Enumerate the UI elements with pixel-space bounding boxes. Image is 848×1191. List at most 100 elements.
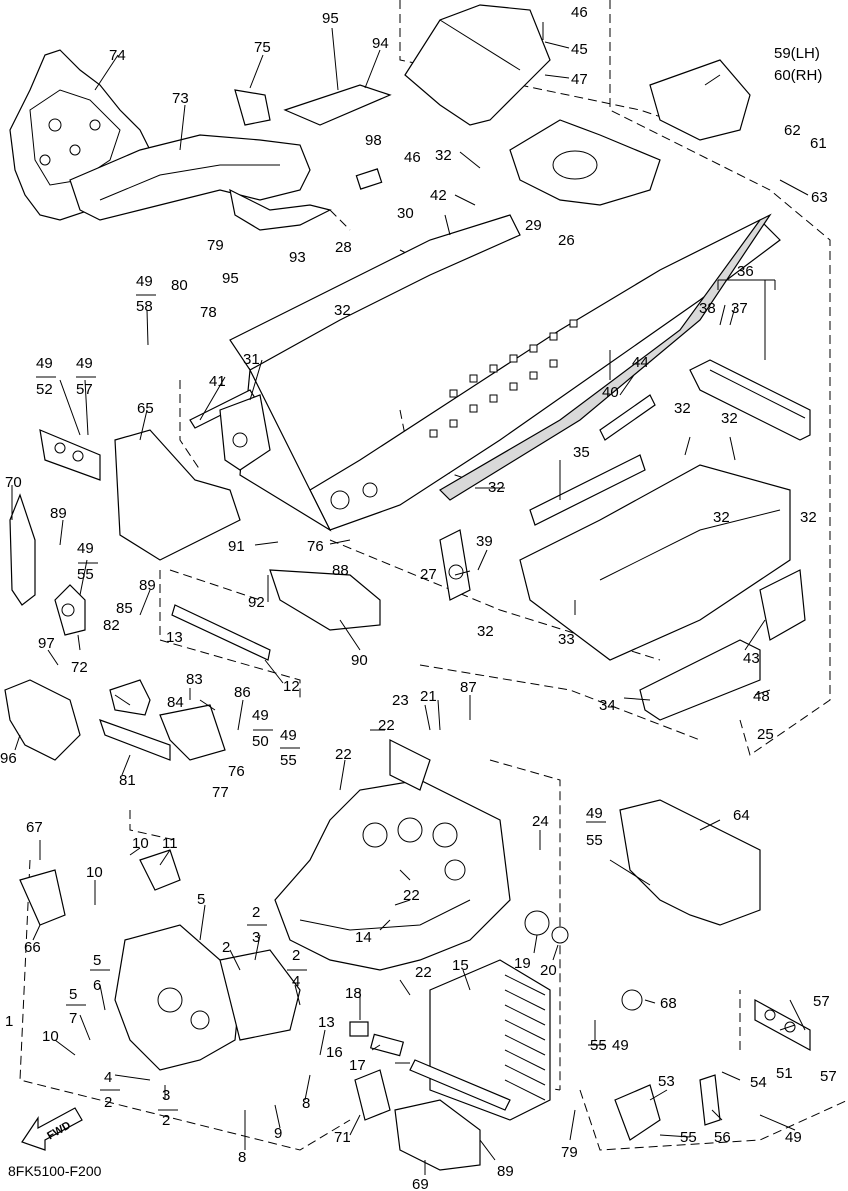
callout-71: 71 [334, 1129, 351, 1146]
callout-49d: 49 [77, 540, 94, 557]
part-81-plate [99, 719, 171, 761]
callout-97: 97 [38, 635, 55, 652]
callout-32b: 32 [334, 302, 351, 319]
callout-95: 95 [322, 10, 339, 27]
part-31-side-panel [219, 394, 271, 471]
callout-34: 34 [599, 697, 616, 714]
callout-25: 25 [757, 726, 774, 743]
callout-26: 26 [558, 232, 575, 249]
callout-8a: 8 [302, 1095, 310, 1112]
callout-45: 45 [571, 41, 588, 58]
part-73-upper-frame [69, 134, 332, 231]
callout-1: 1 [5, 1013, 13, 1030]
callout-16: 16 [326, 1044, 343, 1061]
callout-33: 33 [558, 631, 575, 648]
part-14-engine-cradle [274, 779, 511, 971]
part-11-plate [139, 849, 181, 891]
callout-10b: 10 [86, 864, 103, 881]
callout-22c: 22 [403, 887, 420, 904]
callout-64: 64 [733, 807, 750, 824]
callout-82: 82 [103, 617, 120, 634]
callout-31: 31 [243, 351, 260, 368]
callout-52: 52 [36, 381, 53, 398]
callout-78: 78 [200, 304, 217, 321]
callout-49h: 49 [612, 1037, 629, 1054]
tunnel-vent-holes [429, 319, 578, 438]
callout-37: 37 [731, 300, 748, 317]
part-27-plate [439, 529, 471, 601]
callout-60: 60(RH) [774, 67, 822, 84]
callout-35: 35 [573, 444, 590, 461]
callout-17: 17 [349, 1057, 366, 1074]
callout-98: 98 [365, 132, 382, 149]
callout-15: 15 [452, 957, 469, 974]
part-20-ring [551, 926, 569, 944]
callout-24: 24 [532, 813, 549, 830]
callout-57a: 57 [76, 381, 93, 398]
part-17-axle [409, 1059, 511, 1111]
part-96-cover [4, 679, 81, 761]
callout-46: 46 [571, 4, 588, 21]
callout-5c: 5 [69, 986, 77, 1003]
callout-2a: 2 [252, 904, 260, 921]
part-64-bracket [619, 799, 761, 926]
callout-66: 66 [24, 939, 41, 956]
callout-76a: 76 [307, 538, 324, 555]
callout-75: 75 [254, 39, 271, 56]
callout-49g: 49 [586, 805, 603, 822]
part-90-plate [269, 569, 381, 631]
callout-6: 6 [93, 977, 101, 994]
callout-49c: 49 [76, 355, 93, 372]
part-84-bracket [109, 679, 151, 716]
part-34-lower-strip [639, 639, 761, 721]
callout-18: 18 [345, 985, 362, 1002]
callout-88: 88 [332, 562, 349, 579]
callout-2e: 2 [162, 1112, 170, 1129]
callout-67: 67 [26, 819, 43, 836]
callout-53: 53 [658, 1073, 675, 1090]
callout-13b: 13 [318, 1014, 335, 1031]
fraction-bars [36, 279, 776, 1111]
part-53-bracket [614, 1084, 661, 1141]
radiator-fins [504, 974, 546, 1101]
part-51-plate [754, 998, 811, 1052]
callout-32h: 32 [477, 623, 494, 640]
callout-84: 84 [167, 694, 184, 711]
callout-28: 28 [335, 239, 352, 256]
callout-56: 56 [714, 1129, 731, 1146]
callout-50: 50 [252, 733, 269, 750]
callout-49i: 49 [785, 1129, 802, 1146]
callout-87: 87 [460, 679, 477, 696]
callout-92: 92 [248, 594, 265, 611]
callout-58: 58 [136, 298, 153, 315]
callout-77: 77 [212, 784, 229, 801]
callout-3a: 3 [252, 929, 260, 946]
callout-2b: 2 [222, 939, 230, 956]
callout-36: 36 [737, 263, 754, 280]
callout-32f: 32 [713, 509, 730, 526]
part-86-bracket [159, 704, 226, 761]
callout-14: 14 [355, 929, 372, 946]
part-75-bracket [234, 89, 271, 126]
callout-55d: 55 [590, 1037, 607, 1054]
callout-89b: 89 [139, 577, 156, 594]
callout-10a: 10 [132, 835, 149, 852]
callout-70: 70 [5, 474, 22, 491]
part-98-label [355, 168, 383, 190]
part-36-rear-bumper [689, 359, 811, 441]
callout-32g: 32 [800, 509, 817, 526]
callout-47: 47 [571, 71, 588, 88]
callout-55e: 55 [680, 1129, 697, 1146]
callout-39: 39 [476, 533, 493, 550]
callout-55c: 55 [586, 832, 603, 849]
callout-57b: 57 [813, 993, 830, 1010]
callout-74: 74 [109, 47, 126, 64]
callout-22d: 22 [415, 964, 432, 981]
part-35-brace [529, 454, 646, 526]
callout-76b: 76 [228, 763, 245, 780]
part-40-tunnel [229, 214, 781, 532]
callout-2c: 2 [292, 947, 300, 964]
callout-43: 43 [743, 650, 760, 667]
callout-93: 93 [289, 249, 306, 266]
callout-55b: 55 [280, 752, 297, 769]
